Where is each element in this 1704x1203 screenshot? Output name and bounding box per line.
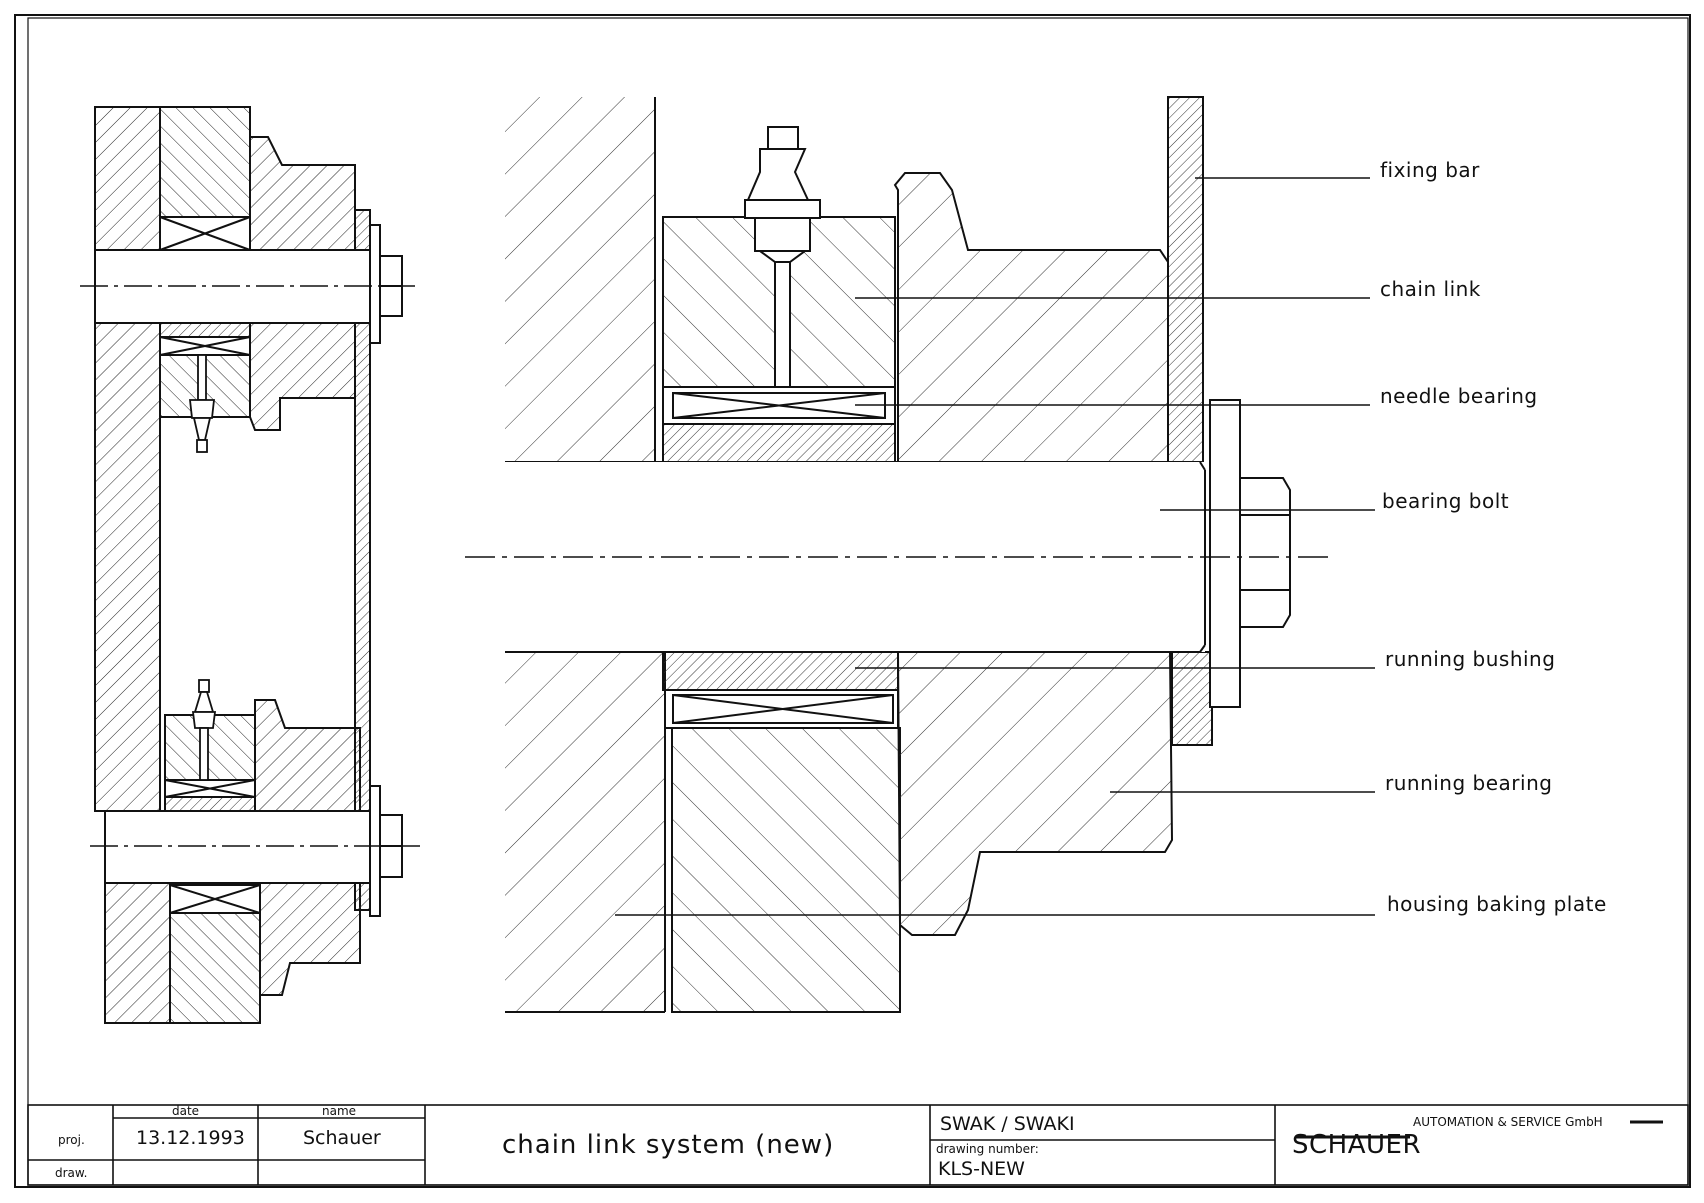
grease-nipple — [744, 126, 821, 388]
left-needle-bearing-mid — [159, 336, 251, 356]
company-logo: SCHAUER — [1292, 1130, 1422, 1160]
left-bushing-upper — [159, 322, 251, 338]
right-section-view — [465, 96, 1330, 1013]
chain-link-lower — [671, 727, 901, 1013]
left-grease-nipple-lower — [191, 679, 217, 781]
company-subtitle: AUTOMATION & SERVICE GmbH — [1413, 1115, 1603, 1129]
left-needle-bearing-mid-lower — [164, 779, 256, 798]
left-grease-nipple-upper — [188, 354, 216, 453]
housing-lower — [505, 652, 665, 1012]
left-running-bearing-mid-lower — [254, 699, 361, 812]
left-fixing-plate — [354, 209, 371, 911]
left-washer-lower — [369, 785, 381, 917]
left-running-bearing-lower — [259, 882, 361, 996]
left-chain-link-lower — [169, 899, 261, 1024]
left-housing-upper — [94, 106, 161, 251]
running-bearing-lower — [896, 651, 1174, 936]
label-bearing-bolt: bearing bolt — [1382, 489, 1510, 513]
left-housing-middle — [94, 322, 161, 812]
left-washer-upper — [369, 224, 381, 344]
housing-upper — [505, 97, 655, 462]
left-running-bearing-mid — [249, 322, 356, 431]
hex-nut — [1239, 477, 1291, 628]
tb-project: SWAK / SWAKI — [940, 1113, 1075, 1135]
tb-drawing-number-label: drawing number: — [936, 1142, 1039, 1156]
needle-bearing-lower — [664, 689, 899, 729]
left-needle-bearing-upper — [159, 216, 251, 251]
tb-row-draw: draw. — [55, 1166, 88, 1180]
label-housing-baking-plate: housing baking plate — [1387, 892, 1607, 916]
drawing-frame — [14, 14, 1691, 1188]
fixing-bar-upper — [1167, 96, 1204, 463]
running-bushing-lower — [662, 651, 899, 691]
label-running-bushing: running bushing — [1385, 647, 1556, 671]
running-bushing-upper — [662, 423, 896, 463]
left-housing-lower — [104, 882, 171, 1024]
left-needle-bearing-lower — [169, 884, 261, 914]
leader-lines — [615, 177, 1375, 916]
bearing-bolt — [505, 462, 1205, 652]
fixing-bar-lower — [1171, 651, 1213, 746]
washer — [1209, 399, 1241, 708]
label-running-bearing: running bearing — [1385, 771, 1553, 795]
tb-row-proj: proj. — [58, 1133, 85, 1147]
left-bolt-lower — [104, 810, 371, 884]
tb-proj-name: Schauer — [303, 1127, 381, 1149]
tb-drawing-number: KLS-NEW — [938, 1158, 1025, 1180]
left-section-view — [80, 106, 420, 1024]
left-running-bearing-upper — [249, 136, 356, 251]
running-bearing-upper — [893, 172, 1169, 463]
tb-proj-date: 13.12.1993 — [136, 1127, 245, 1149]
left-chain-link-upper — [159, 106, 251, 218]
tb-col-date: date — [172, 1104, 200, 1118]
left-bushing-lower — [164, 796, 256, 812]
tb-col-name: name — [322, 1104, 357, 1118]
label-chain-link: chain link — [1380, 277, 1481, 301]
drawing-title: chain link system (new) — [502, 1130, 835, 1160]
label-fixing-bar: fixing bar — [1380, 158, 1480, 182]
label-needle-bearing: needle bearing — [1380, 384, 1538, 408]
title-block-grid — [27, 1104, 1689, 1186]
